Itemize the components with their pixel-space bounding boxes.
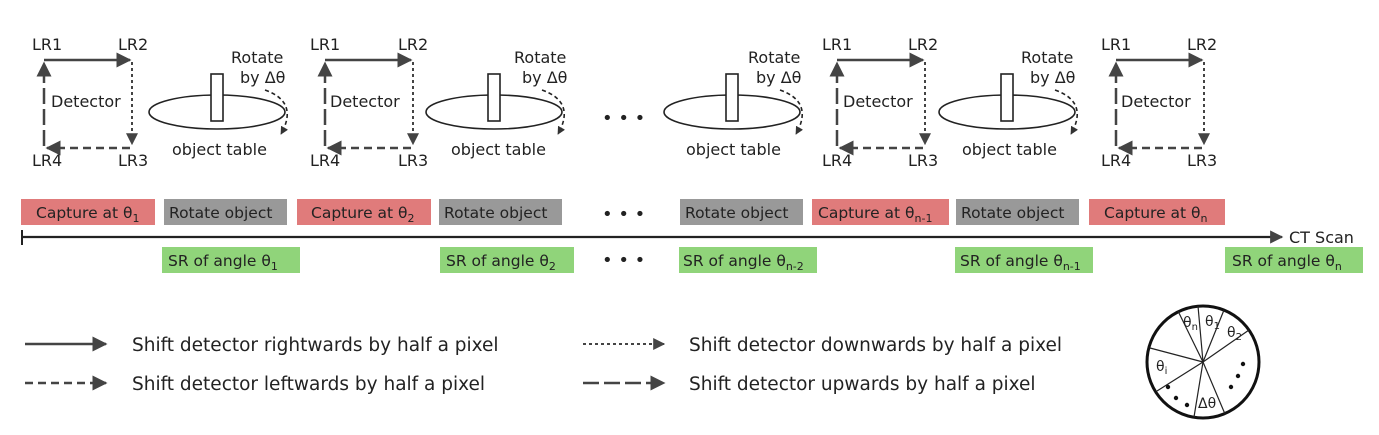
detector-label: Detector (51, 92, 121, 111)
corner-lr2: LR2 (1187, 35, 1217, 54)
legend-downwards: Shift detector downwards by half a pixel (689, 335, 1062, 356)
corner-lr2: LR2 (118, 35, 148, 54)
capture-label: Capture at θ2 (311, 204, 415, 225)
delta-theta-label: Δθ (1198, 396, 1216, 412)
capture-box (297, 199, 431, 225)
sr-label: SR of angle θn-2 (683, 252, 804, 273)
corner-lr3: LR3 (908, 151, 938, 170)
ellipsis: • • • (602, 108, 645, 129)
legend-leftwards: Shift detector leftwards by half a pixel (132, 374, 485, 395)
capture-box (812, 199, 949, 225)
rotate-by-text: by Δθ (522, 68, 567, 87)
corner-lr2: LR2 (908, 35, 938, 54)
corner-lr3: LR3 (118, 151, 148, 170)
rotate-by-text: by Δθ (1030, 68, 1075, 87)
rotate-label: Rotate object (444, 204, 547, 222)
corner-lr3: LR3 (398, 151, 428, 170)
sr-label: SR of angle θ1 (168, 252, 278, 273)
object-table-label: object table (451, 140, 546, 159)
legend-upwards: Shift detector upwards by half a pixel (689, 374, 1036, 395)
theta-n-label: θn (1183, 315, 1198, 333)
rotate-text: Rotate (514, 48, 566, 67)
corner-lr1: LR1 (822, 35, 852, 54)
corner-lr3: LR3 (1187, 151, 1217, 170)
sr-box (440, 247, 574, 273)
sr-label: SR of angle θ2 (446, 252, 556, 273)
rotate-text: Rotate (231, 48, 283, 67)
rotate-by-text: by Δθ (240, 68, 285, 87)
capture-box (21, 199, 155, 225)
sr-box (162, 247, 300, 273)
object-table-label: object table (962, 140, 1057, 159)
ellipsis: • • • (602, 204, 645, 225)
theta-2-label: θ2 (1227, 325, 1242, 343)
rotate-label: Rotate object (685, 204, 788, 222)
legend-rightwards: Shift detector rightwards by half a pixe… (132, 335, 499, 356)
rotate-box (956, 199, 1079, 225)
rotate-by-text: by Δθ (756, 68, 801, 87)
capture-label: Capture at θn-1 (818, 204, 933, 225)
sr-box (955, 247, 1093, 273)
theta-1-label: θ1 (1205, 314, 1220, 332)
detector-label: Detector (1121, 92, 1191, 111)
detector-label: Detector (330, 92, 400, 111)
capture-box (1089, 199, 1225, 225)
corner-lr1: LR1 (310, 35, 340, 54)
rotate-box (680, 199, 803, 225)
rotate-text: Rotate (1021, 48, 1073, 67)
corner-lr2: LR2 (398, 35, 428, 54)
corner-lr4: LR4 (32, 151, 62, 170)
corner-lr4: LR4 (310, 151, 340, 170)
rotate-label: Rotate object (169, 204, 272, 222)
detector-label: Detector (843, 92, 913, 111)
capture-label: Capture at θn (1104, 204, 1208, 225)
ellipsis: • • • (602, 250, 645, 271)
object-table-label: object table (686, 140, 781, 159)
ct-scan-label: CT Scan (1289, 228, 1354, 247)
sr-label: SR of angle θn (1232, 252, 1342, 273)
rotate-label: Rotate object (961, 204, 1064, 222)
corner-lr1: LR1 (1101, 35, 1131, 54)
theta-i-label: θi (1156, 359, 1167, 377)
corner-lr4: LR4 (822, 151, 852, 170)
corner-lr1: LR1 (32, 35, 62, 54)
angle-circle (1145, 304, 1261, 420)
capture-label: Capture at θ1 (36, 204, 140, 225)
object-table-label: object table (172, 140, 267, 159)
rotate-box (164, 199, 287, 225)
sr-label: SR of angle θn-1 (960, 252, 1081, 273)
sr-box (1225, 247, 1363, 273)
sr-box (679, 247, 817, 273)
rotate-text: Rotate (748, 48, 800, 67)
corner-lr4: LR4 (1101, 151, 1131, 170)
rotate-box (439, 199, 562, 225)
